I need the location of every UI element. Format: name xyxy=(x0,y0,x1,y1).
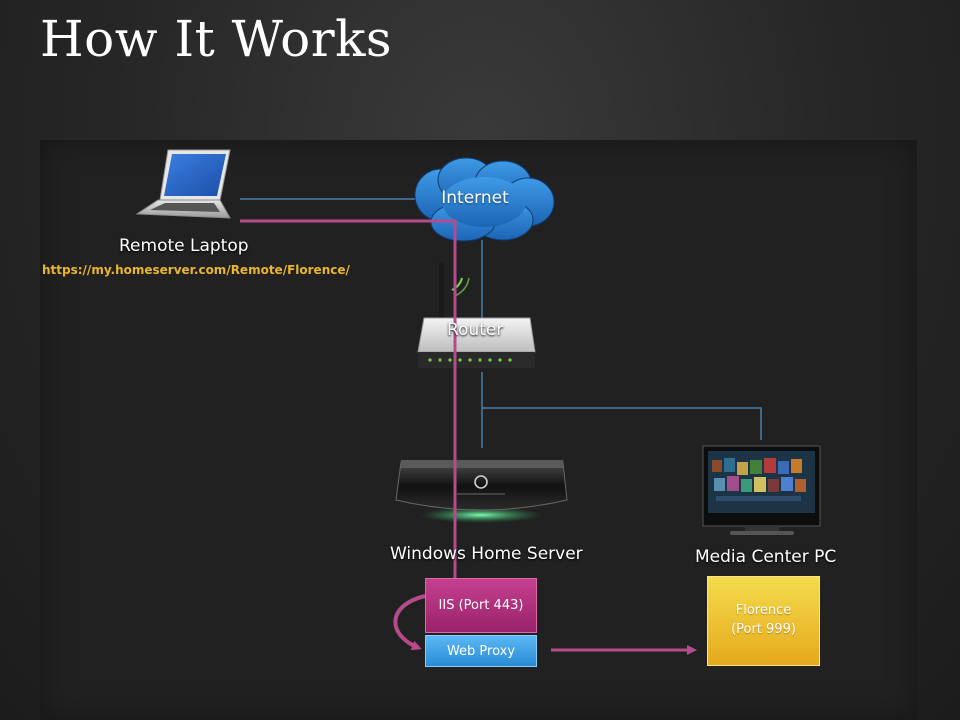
router-label: Router xyxy=(447,320,504,340)
remote-url[interactable]: https://my.homeserver.com/Remote/Florenc… xyxy=(42,263,350,277)
web-proxy-label: Web Proxy xyxy=(446,643,516,659)
laptop-label: Remote Laptop xyxy=(119,236,249,256)
iis-box: IIS (Port 443) xyxy=(425,578,537,633)
florence-box: Florence (Port 999) xyxy=(707,576,820,666)
router-icon xyxy=(417,262,536,368)
florence-port: (Port 999) xyxy=(731,622,796,637)
request-path-line xyxy=(240,219,457,578)
tv-media-grid xyxy=(712,458,806,501)
tv-icon xyxy=(702,445,821,535)
iis-label: IIS (Port 443) xyxy=(438,598,524,613)
server-label: Windows Home Server xyxy=(390,544,583,564)
router-mediacenter-line xyxy=(482,407,762,440)
server-icon xyxy=(395,460,568,523)
media-center-label: Media Center PC xyxy=(695,547,837,567)
web-proxy-box: Web Proxy xyxy=(425,635,537,667)
internet-label: Internet xyxy=(441,188,509,208)
iis-to-proxy-curve xyxy=(393,594,426,651)
slide-title: How It Works xyxy=(40,10,393,68)
laptop-icon xyxy=(135,149,231,219)
florence-name: Florence xyxy=(735,603,792,619)
connection-lines xyxy=(240,198,762,448)
cloud-icon xyxy=(414,157,555,242)
